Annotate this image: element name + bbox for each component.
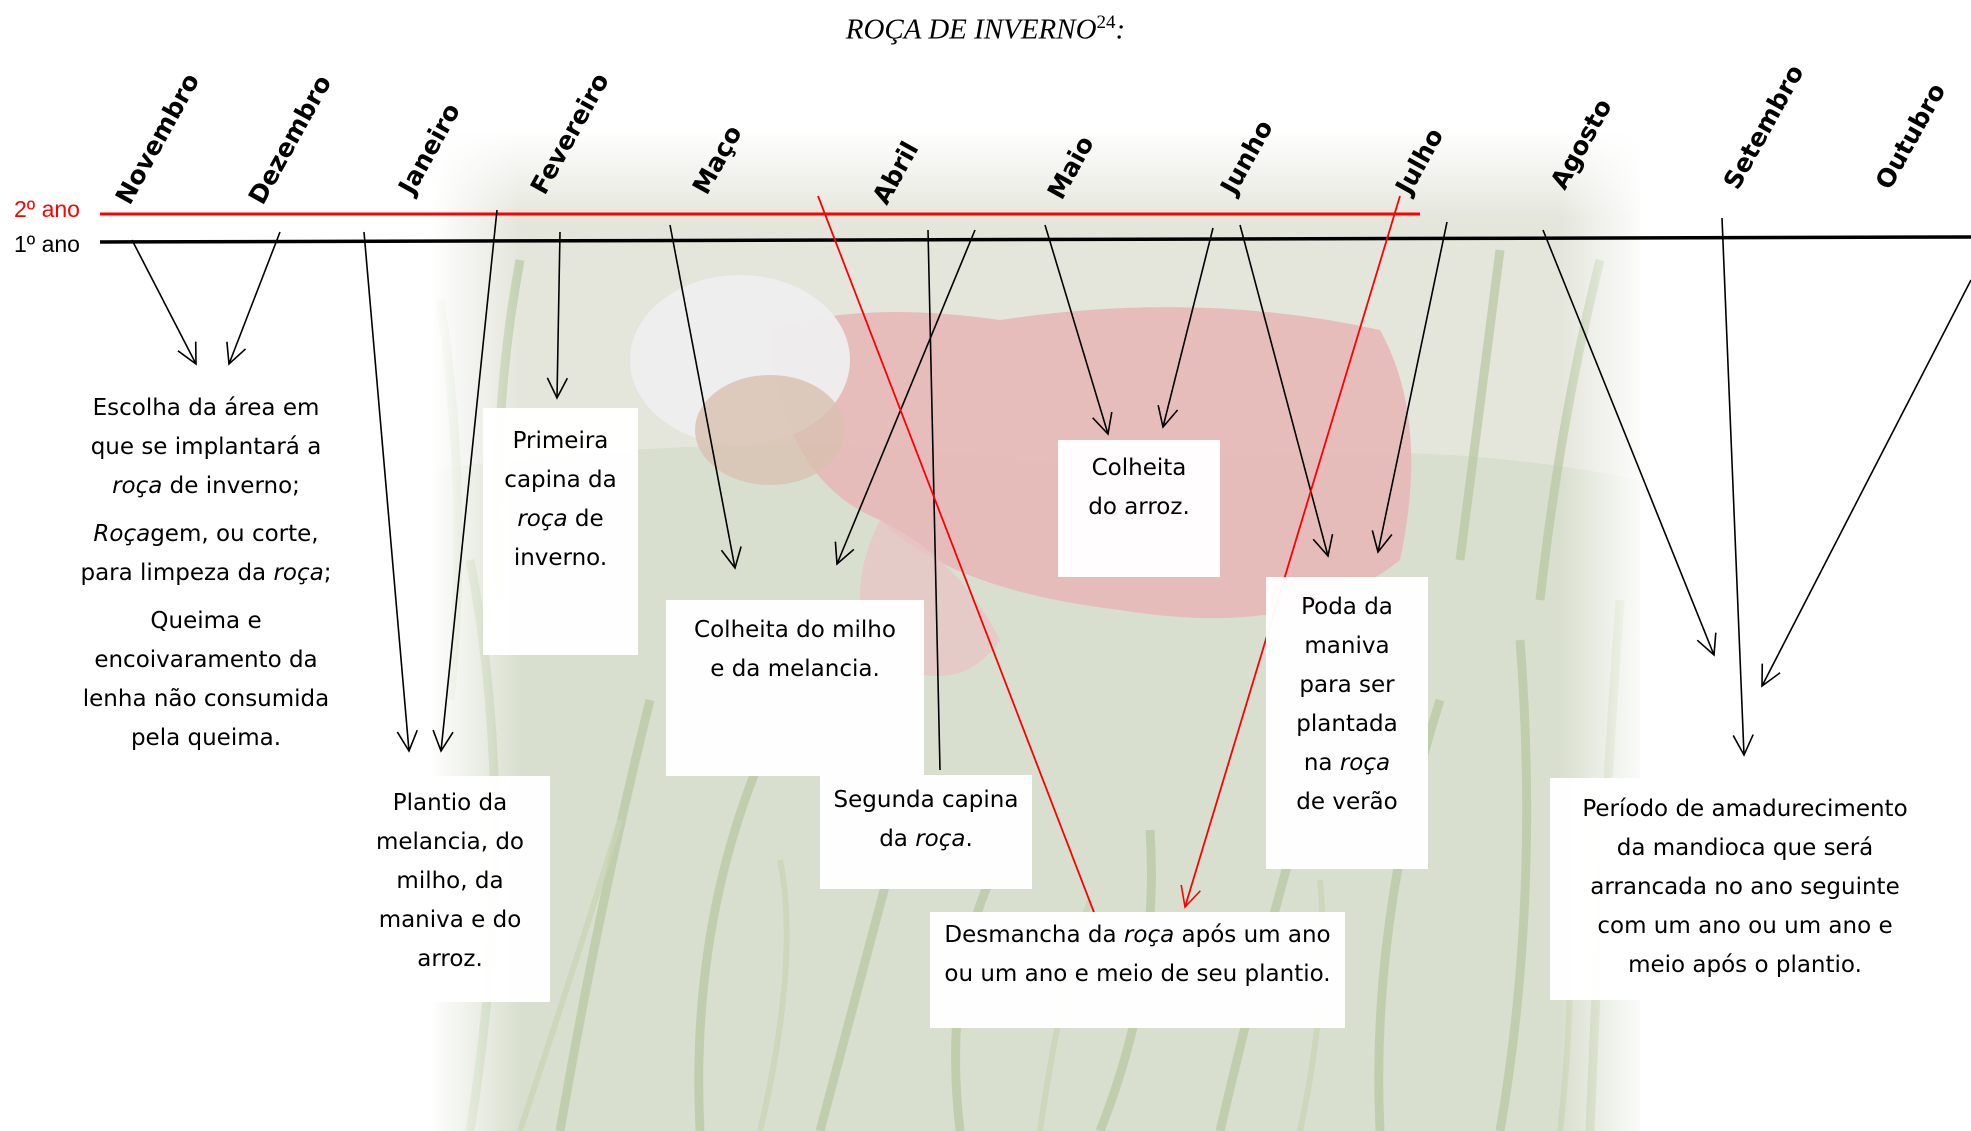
arrow-maco — [669, 224, 742, 570]
arrow-junho-arroz — [1157, 227, 1214, 429]
arrow-setembro — [1721, 217, 1754, 757]
arrow-abril-capina — [927, 229, 941, 771]
year-label-second: 2º ano — [14, 196, 80, 222]
arrow-fevereiro — [546, 231, 569, 400]
arrow-novembro — [131, 239, 197, 366]
arrow-outubro — [1761, 279, 1971, 688]
arrow-maio-milho — [834, 229, 976, 566]
red-arrow-julho — [1180, 195, 1401, 909]
arrow-agosto — [1542, 229, 1717, 657]
red-line-abril — [817, 195, 1096, 916]
year-label-first: 1º ano — [14, 231, 80, 257]
year-1-timeline — [99, 235, 1971, 244]
arrow-janeiro-b — [432, 209, 498, 753]
arrow-julho-poda — [1371, 221, 1448, 554]
arrow-janeiro — [363, 231, 418, 753]
arrow-dezembro — [226, 231, 281, 366]
arrow-maio-arroz — [1044, 224, 1113, 436]
arrow-junho-poda — [1239, 224, 1334, 558]
diagram-title: ROÇA DE INVERNO24: — [845, 12, 1126, 46]
